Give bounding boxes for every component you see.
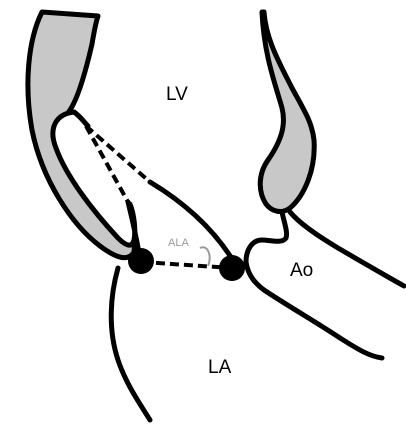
la-wall [111, 268, 150, 420]
posterior-hinge-point [128, 248, 154, 274]
label-la: LA [208, 357, 232, 378]
anterior-hinge-point [219, 255, 245, 281]
label-ala: ALA [168, 237, 189, 249]
septum [260, 12, 314, 211]
annulus-line [142, 262, 232, 268]
label-lv: LV [166, 84, 188, 105]
label-ao: Ao [290, 260, 313, 281]
ala-angle-arc [200, 247, 210, 266]
anterior-leaflet [150, 182, 234, 262]
